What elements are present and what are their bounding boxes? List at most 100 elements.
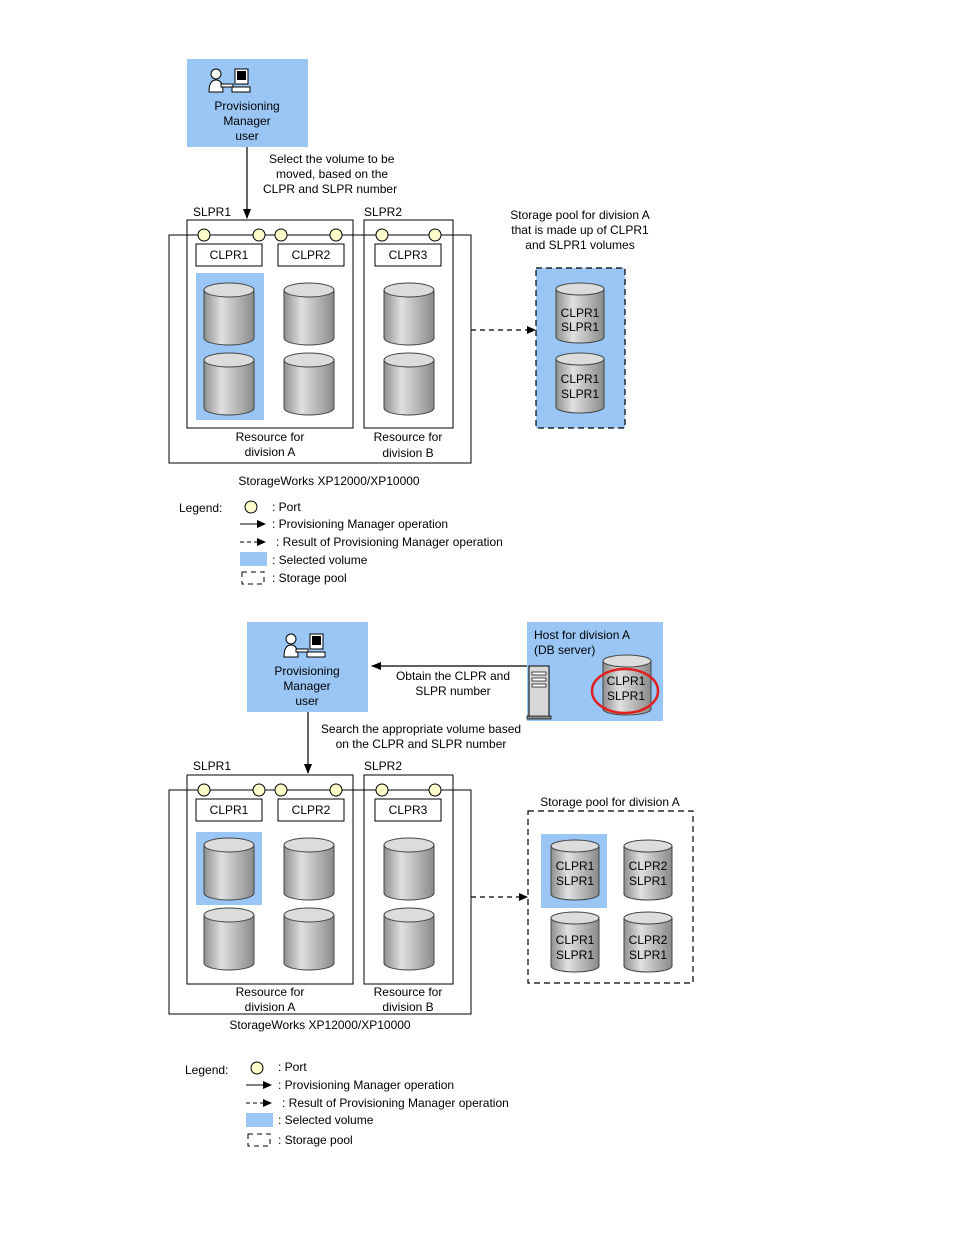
volume-cylinder: [283, 837, 335, 901]
volume-cylinder: [203, 907, 255, 971]
legend-result: : Result of Provisioning Manager operati…: [276, 535, 503, 549]
legend-operation: : Provisioning Manager operation: [278, 1078, 454, 1092]
pool-volume-slpr: SLPR1: [556, 874, 594, 888]
legend-solid-arrowhead: [263, 1081, 272, 1089]
legend-pool-swatch: [247, 1133, 271, 1147]
legend-port: : Port: [272, 500, 301, 514]
resource-a-line1: Resource for: [236, 985, 305, 999]
pool-volume-slpr: SLPR1: [561, 387, 599, 401]
pool-volume-clpr: CLPR1: [556, 933, 595, 947]
pool-volume-clpr: CLPR2: [629, 933, 668, 947]
server-tower-icon: [526, 665, 552, 720]
legend-operation: : Provisioning Manager operation: [272, 517, 448, 531]
pool-volume-clpr: CLPR1: [561, 306, 600, 320]
volume-cylinder: [203, 352, 255, 416]
pool-volume-slpr: SLPR1: [629, 948, 667, 962]
legend-port: : Port: [278, 1060, 307, 1074]
clpr1-label: CLPR1: [210, 803, 249, 817]
resource-b-line1: Resource for: [374, 985, 443, 999]
clpr1-label: CLPR1: [210, 248, 249, 262]
user-label-line3: user: [295, 694, 318, 708]
legend-port-icon: [244, 500, 258, 514]
user-label-line2: Manager: [223, 114, 270, 128]
clpr2-label: CLPR2: [292, 248, 331, 262]
port: [329, 783, 343, 797]
port: [428, 228, 442, 242]
select-note-line2: moved, based on the: [276, 167, 388, 181]
clpr3-box: [374, 243, 442, 267]
pool-note-line2: that is made up of CLPR1: [511, 223, 649, 237]
legend-selected-swatch: [240, 552, 267, 566]
diagram-2: Provisioning Manager user Host for divis…: [168, 622, 694, 1147]
provisioning-manager-user-box: [247, 622, 368, 712]
legend-1: Legend: : Port : Provisioning Manager op…: [179, 500, 503, 585]
pool-volume-clpr: CLPR2: [629, 859, 668, 873]
volume-cylinder: [383, 282, 435, 346]
pool-note-line1: Storage pool for division A: [510, 208, 649, 222]
volume-cylinder: [283, 907, 335, 971]
clpr3-box: [374, 798, 442, 822]
clpr1-box: [195, 243, 263, 267]
volume-cylinder: [283, 282, 335, 346]
pool-volume-clpr: CLPR1: [561, 372, 600, 386]
volume-cylinder: [383, 352, 435, 416]
storage-name: StorageWorks XP12000/XP10000: [238, 474, 420, 488]
user-label-line3: user: [235, 129, 258, 143]
pool-volume-slpr: SLPR1: [561, 320, 599, 334]
port: [274, 228, 288, 242]
port: [197, 228, 211, 242]
port: [428, 783, 442, 797]
port: [375, 228, 389, 242]
user-label-line2: Manager: [283, 679, 330, 693]
legend-port-icon: [250, 1061, 264, 1075]
select-note-line1: Select the volume to be: [269, 152, 395, 166]
resource-b-line1: Resource for: [374, 430, 443, 444]
port: [252, 783, 266, 797]
search-note-line2: on the CLPR and SLPR number: [336, 737, 507, 751]
port: [329, 228, 343, 242]
legend-selected: : Selected volume: [278, 1113, 374, 1127]
clpr2-label: CLPR2: [292, 803, 331, 817]
storage-name: StorageWorks XP12000/XP10000: [229, 1018, 411, 1032]
port: [274, 783, 288, 797]
volume-cylinder: [383, 837, 435, 901]
clpr3-label: CLPR3: [389, 248, 428, 262]
clpr3-label: CLPR3: [389, 803, 428, 817]
clpr1-box: [195, 798, 263, 822]
legend-title: Legend:: [185, 1063, 228, 1077]
port: [375, 783, 389, 797]
pool-title: Storage pool for division A: [540, 795, 679, 809]
pool-volume-clpr: CLPR1: [556, 859, 595, 873]
legend-pool: : Storage pool: [272, 571, 347, 585]
slpr2-label: SLPR2: [364, 205, 402, 219]
port: [252, 228, 266, 242]
highlight-circle: [590, 667, 660, 715]
resource-a-line2: division A: [245, 1000, 296, 1014]
volume-cylinder: [383, 907, 435, 971]
volume-cylinder: [203, 837, 255, 901]
legend-dashed-arrowhead: [263, 1099, 272, 1107]
clpr2-box: [277, 243, 345, 267]
legend-selected-swatch: [246, 1113, 273, 1127]
pool-volume-slpr: SLPR1: [556, 948, 594, 962]
legend-2: Legend: : Port : Provisioning Manager op…: [185, 1060, 509, 1147]
volume-cylinder: [203, 282, 255, 346]
user-label-line1: Provisioning: [214, 99, 279, 113]
legend-solid-arrowhead: [257, 520, 266, 528]
select-note-line3: CLPR and SLPR number: [263, 182, 397, 196]
resource-b-line2: division B: [382, 1000, 433, 1014]
result-arrowhead: [519, 893, 528, 901]
legend-pool-swatch: [241, 571, 265, 585]
resource-a-line1: Resource for: [236, 430, 305, 444]
search-note-line1: Search the appropriate volume based: [321, 722, 521, 736]
result-arrowhead: [527, 326, 536, 334]
legend-dashed-arrowhead: [257, 538, 266, 546]
slpr2-label: SLPR2: [364, 759, 402, 773]
host-label-line2: (DB server): [534, 643, 595, 657]
port: [197, 783, 211, 797]
host-volume-clpr: CLPR1: [607, 674, 646, 688]
clpr2-box: [277, 798, 345, 822]
host-label-line1: Host for division A: [534, 628, 630, 642]
resource-b-line2: division B: [382, 446, 433, 460]
pool-note-line3: and SLPR1 volumes: [525, 238, 634, 252]
